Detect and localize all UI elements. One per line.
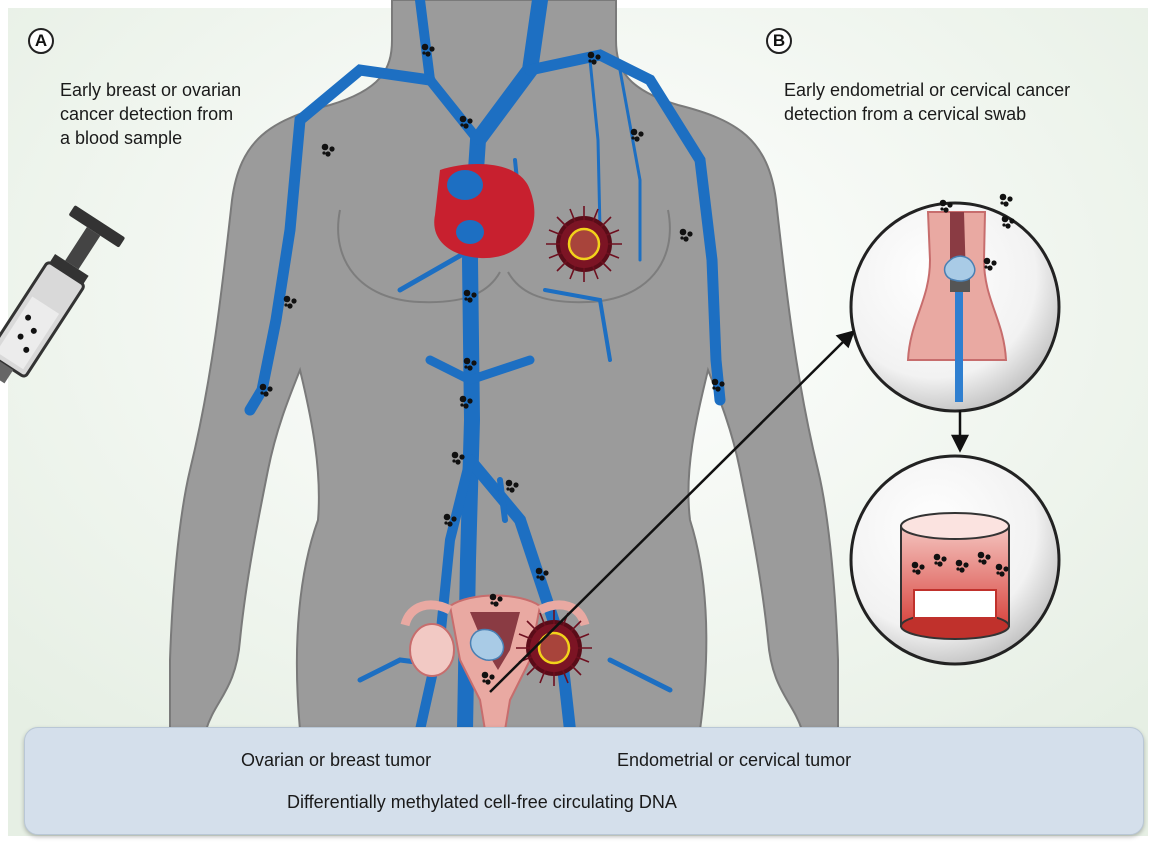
legend-endometrial-cervical-tumor: Endometrial or cervical tumor	[617, 750, 851, 771]
ovarian-tumor-icon	[516, 610, 592, 686]
legend-ovarian-breast-tumor: Ovarian or breast tumor	[241, 750, 431, 771]
panel-label-a: A	[28, 28, 54, 54]
legend: Ovarian or breast tumor Endometrial or c…	[24, 727, 1144, 835]
panel-a-caption: Early breast or ovarian cancer detection…	[60, 78, 241, 150]
sample-container-icon	[901, 513, 1009, 639]
legend-cfdna: Differentially methylated cell-free circ…	[287, 792, 677, 813]
panel-label-b: B	[766, 28, 792, 54]
breast-tumor-icon	[546, 206, 622, 282]
heart-icon	[434, 164, 534, 258]
panel-b-caption: Early endometrial or cervical cancer det…	[784, 78, 1070, 126]
